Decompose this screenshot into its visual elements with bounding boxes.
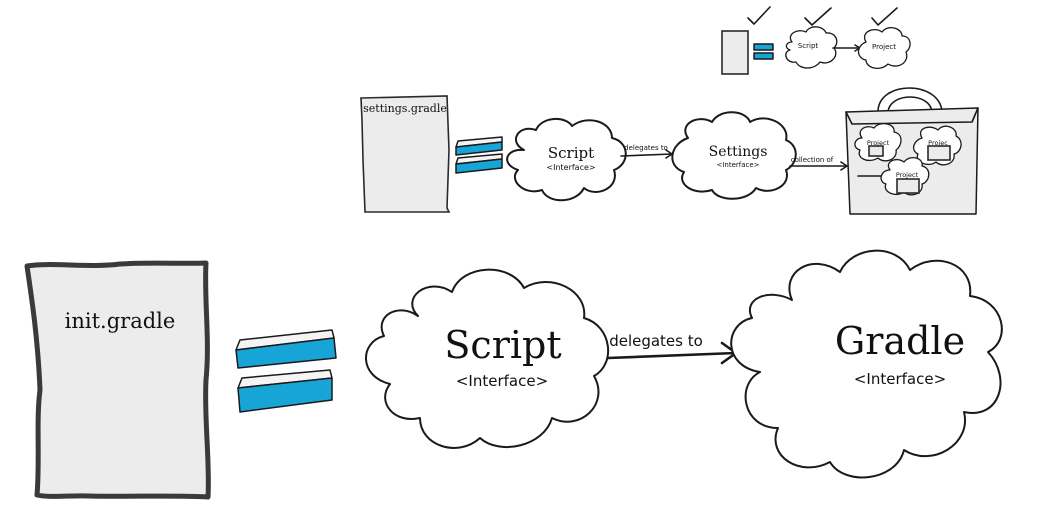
settings-script-label: Script bbox=[548, 144, 594, 162]
bag-project-label-1: Project bbox=[867, 139, 890, 147]
settings-script-cloud bbox=[506, 118, 627, 202]
bag-project-cloud bbox=[854, 122, 902, 162]
top-script-label: Script bbox=[798, 42, 819, 50]
init-delegates-label: delegates to bbox=[609, 332, 703, 350]
init-script-cloud bbox=[365, 268, 610, 449]
top-project-label: Project bbox=[872, 43, 896, 51]
checkmark-icon bbox=[804, 7, 832, 26]
settings-file-label: settings.gradle bbox=[363, 102, 447, 115]
init-row: init.gradle Script <Interface> delegates… bbox=[24, 249, 1003, 500]
settings-row: settings.gradle Script <Interface> deleg… bbox=[360, 87, 979, 215]
init-file-label: init.gradle bbox=[65, 309, 176, 333]
settings-interface-cloud bbox=[671, 111, 797, 200]
checkmark-icon bbox=[871, 7, 898, 26]
init-delegates-arrow bbox=[606, 351, 738, 360]
settings-interface-label: Settings bbox=[709, 144, 768, 160]
init-script-sub: <Interface> bbox=[456, 372, 548, 390]
init-equals-icon bbox=[235, 329, 337, 413]
bag-project-label-2: Projec bbox=[928, 139, 948, 147]
gradle-sub: <Interface> bbox=[854, 370, 946, 388]
settings-delegates-arrow bbox=[620, 153, 673, 157]
top-script-cloud bbox=[785, 26, 838, 69]
init-script-label: Script bbox=[444, 323, 561, 367]
checkmark-icon bbox=[747, 6, 771, 25]
top-file-icon bbox=[721, 30, 749, 75]
settings-collection-label: collection of bbox=[791, 156, 834, 164]
top-equals-icon bbox=[753, 43, 774, 60]
settings-equals-icon bbox=[455, 136, 503, 174]
projects-bag: Project Projec Project bbox=[845, 87, 979, 215]
settings-delegates-label: delegates to bbox=[624, 144, 668, 152]
top-project-cloud bbox=[857, 26, 911, 70]
top-row: Script Project bbox=[721, 6, 911, 75]
settings-file-icon bbox=[360, 95, 451, 213]
settings-interface-sub: <Interface> bbox=[716, 161, 759, 169]
init-file-icon bbox=[24, 260, 211, 500]
gradle-label: Gradle bbox=[835, 319, 965, 363]
bag-project-label-3: Project bbox=[896, 171, 919, 179]
gradle-cloud bbox=[730, 249, 1003, 479]
settings-script-sub: <Interface> bbox=[546, 163, 595, 172]
